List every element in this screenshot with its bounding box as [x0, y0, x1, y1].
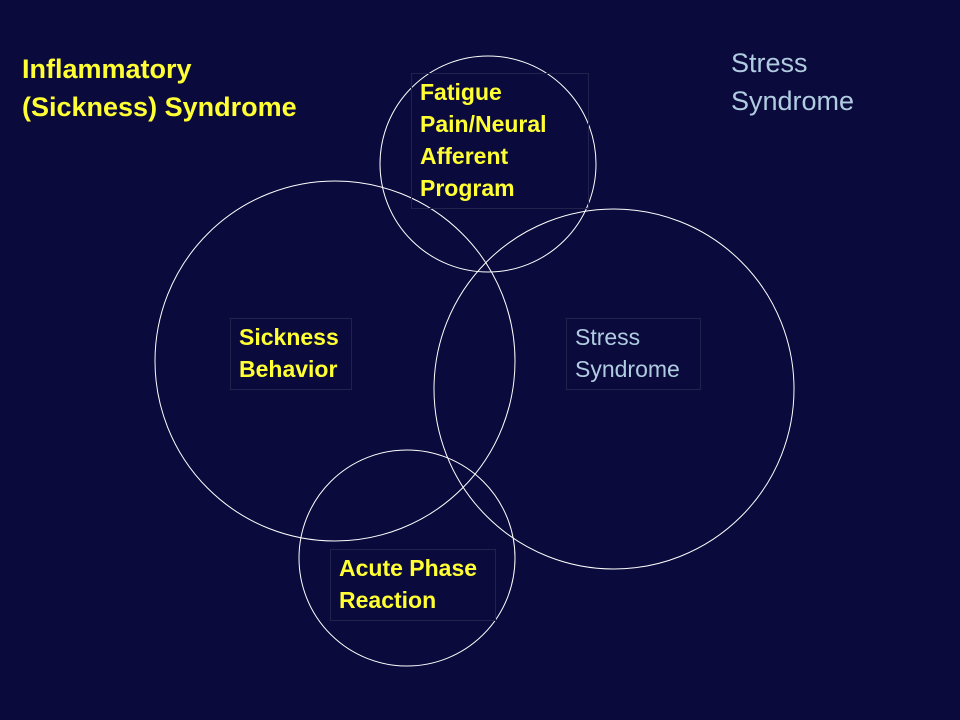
- fatigue-pain-label: Fatigue Pain/Neural Afferent Program: [411, 73, 589, 209]
- fatigue-pain-circle: [379, 55, 597, 273]
- stress-syndrome-heading: Stress Syndrome: [731, 48, 855, 116]
- acute-phase-circle: [298, 449, 516, 667]
- sickness-behavior-circle: [154, 180, 516, 542]
- inflammatory-syndrome-heading: Inflammatory (Sickness) Syndrome: [22, 54, 297, 122]
- stress-syndrome-circle: [433, 208, 795, 570]
- stress-syndrome-label: Stress Syndrome: [566, 318, 701, 390]
- sickness-behavior-label: Sickness Behavior: [230, 318, 352, 390]
- acute-phase-label: Acute Phase Reaction: [330, 549, 496, 621]
